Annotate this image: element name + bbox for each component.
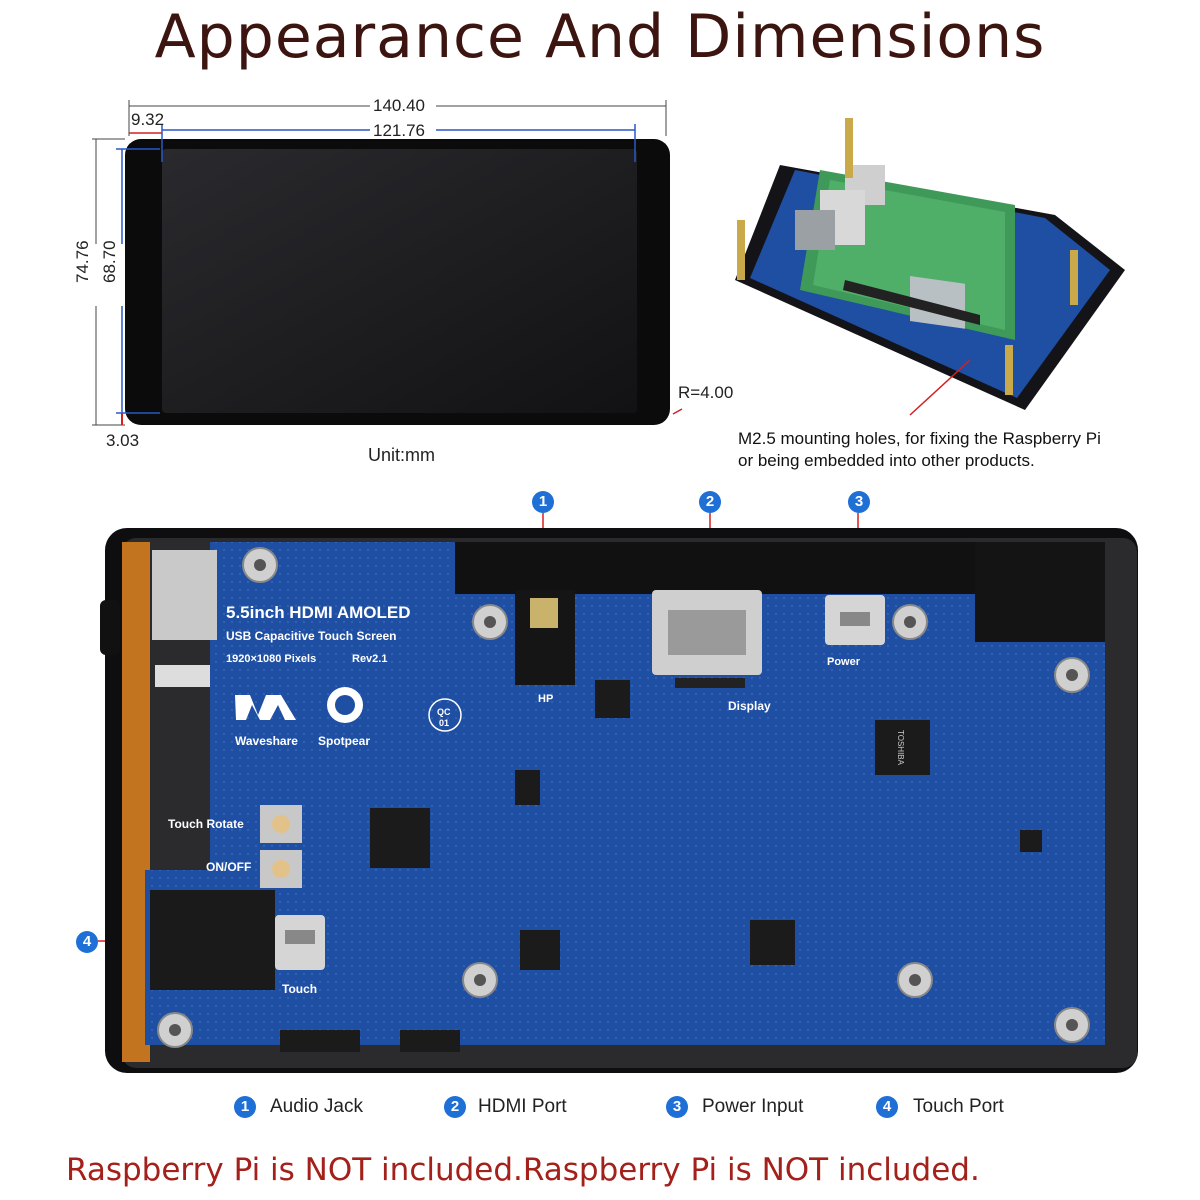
callout-marker-2: 2 — [699, 491, 721, 513]
board-product-name: 5.5inch HDMI AMOLED — [226, 603, 411, 622]
footer-disclaimer: Raspberry Pi is NOT included.Raspberry P… — [66, 1152, 980, 1188]
bottom-border-label: 3.03 — [106, 431, 140, 450]
callout-marker-1: 1 — [532, 491, 554, 513]
mounting-note-line2: or being embedded into other products. — [738, 451, 1035, 470]
board-qc-label: QC — [437, 707, 451, 717]
legend-power-input: Power Input — [702, 1096, 804, 1117]
board-back-view: 5.5inch HDMI AMOLED USB Capacitive Touch… — [98, 513, 1138, 1073]
board-hp-label: HP — [538, 693, 553, 705]
mounted-raspberry-pi-photo — [735, 118, 1125, 416]
board-chip-label: TOSHIBA — [896, 730, 905, 766]
board-brand-waveshare: Waveshare — [235, 734, 298, 748]
page-title: Appearance And Dimensions — [154, 2, 1046, 72]
corner-radius-label: R=4.00 — [678, 383, 734, 402]
legend-touch-port: Touch Port — [913, 1096, 1004, 1117]
board-display-label: Display — [728, 699, 771, 713]
legend-marker-2: 2 — [444, 1096, 466, 1118]
board-power-label: Power — [827, 656, 861, 668]
board-revision: Rev2.1 — [352, 653, 387, 665]
overall-width-label: 140.40 — [373, 96, 425, 115]
mounting-note-line1: M2.5 mounting holes, for fixing the Rasp… — [738, 429, 1101, 448]
active-height-label: 68.70 — [100, 240, 119, 283]
board-subtitle: USB Capacitive Touch Screen — [226, 629, 397, 643]
callout-marker-4: 4 — [76, 931, 98, 953]
legend-hdmi-port: HDMI Port — [478, 1096, 567, 1117]
legend-marker-4: 4 — [876, 1096, 898, 1118]
board-touch-label: Touch — [282, 982, 317, 996]
unit-label: Unit:mm — [368, 445, 435, 465]
legend-audio-jack: Audio Jack — [270, 1096, 363, 1117]
board-resolution: 1920×1080 Pixels — [226, 653, 316, 665]
overall-height-label: 74.76 — [73, 240, 92, 283]
legend-marker-3: 3 — [666, 1096, 688, 1118]
mounting-note: M2.5 mounting holes, for fixing the Rasp… — [738, 428, 1101, 472]
board-brand-spotpear: Spotpear — [318, 734, 370, 748]
left-border-label: 9.32 — [131, 110, 165, 129]
active-width-label: 121.76 — [373, 121, 425, 140]
board-onoff-label: ON/OFF — [206, 860, 251, 874]
board-touch-rotate-label: Touch Rotate — [168, 817, 244, 831]
screen-active-area — [162, 149, 637, 413]
callout-marker-3: 3 — [848, 491, 870, 513]
legend-marker-1: 1 — [234, 1096, 256, 1118]
board-qc-number: 01 — [439, 718, 449, 728]
dimension-drawing — [92, 100, 683, 426]
